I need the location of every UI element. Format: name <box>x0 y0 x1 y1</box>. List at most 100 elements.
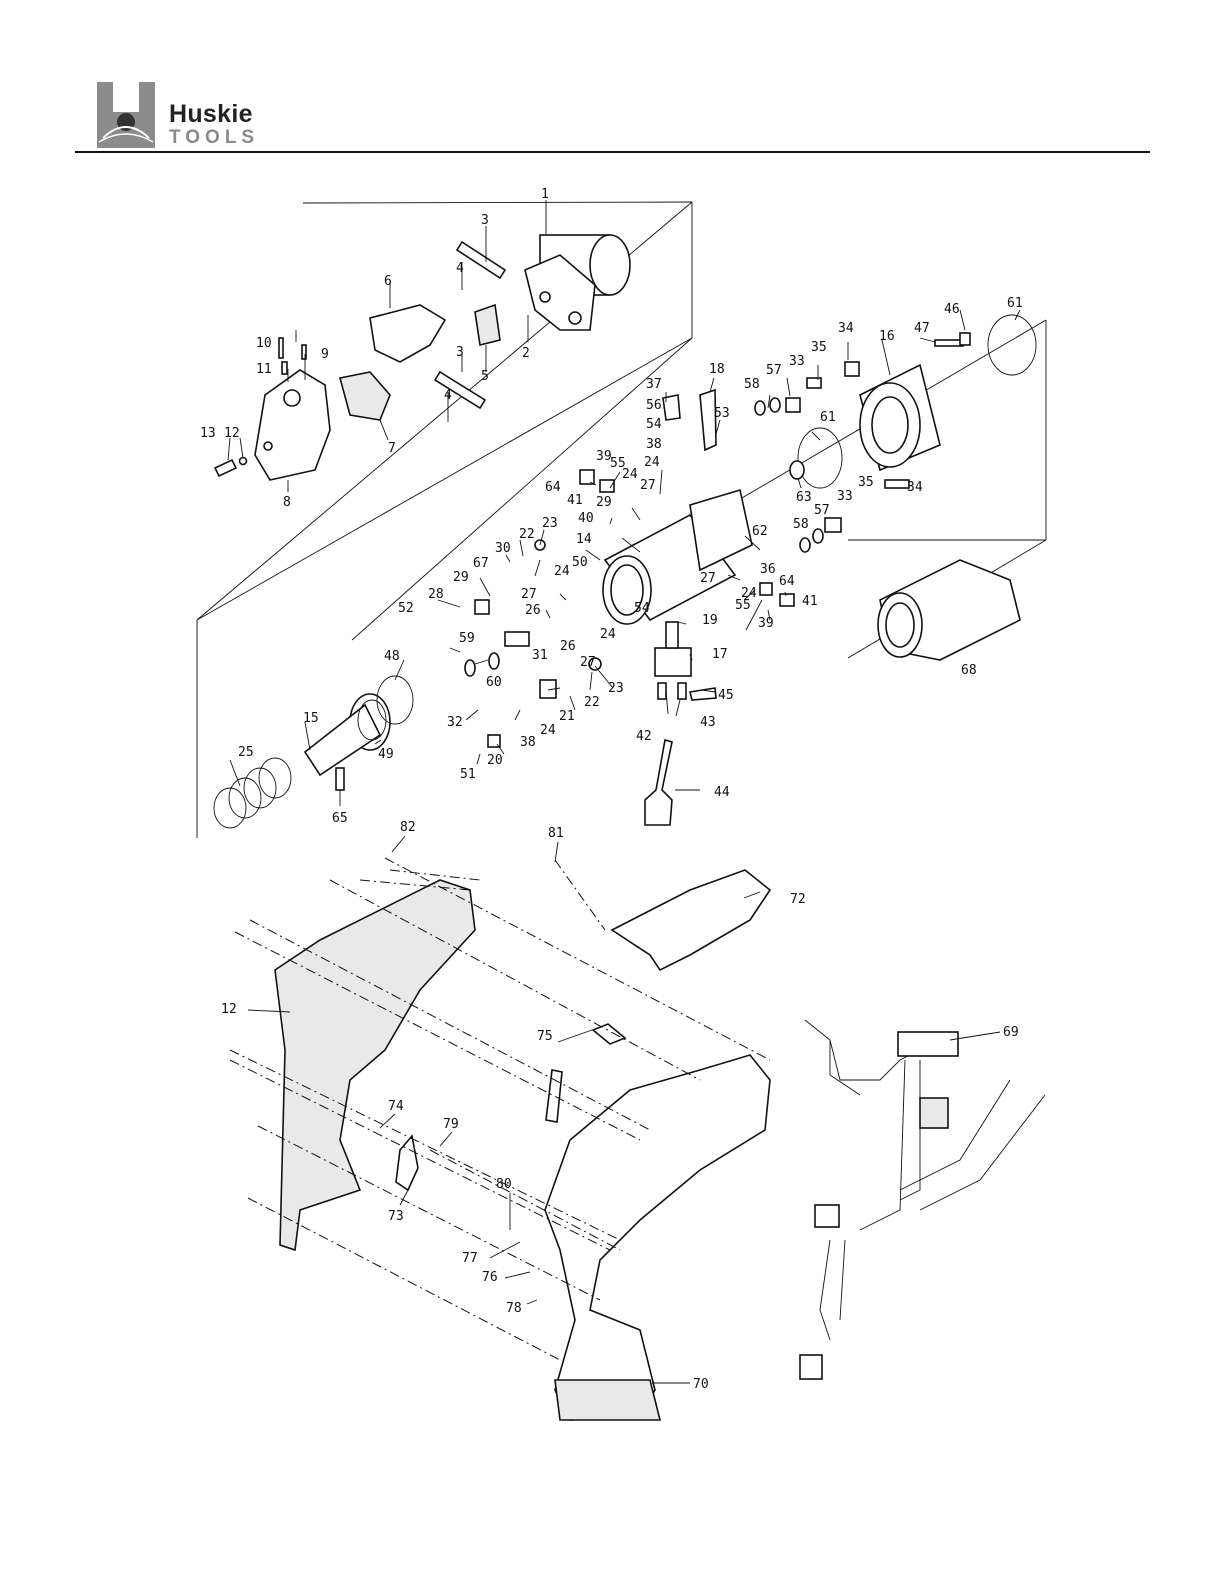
link-part-6 <box>369 304 447 363</box>
header-rule <box>75 151 1150 153</box>
callout-79: 79 <box>443 1117 459 1132</box>
callout-8: 8 <box>283 495 291 510</box>
huskie-tools-logo: Huskie TOOLS <box>97 82 277 152</box>
housing-half-part-12 <box>274 879 476 1252</box>
callout-63: 63 <box>796 490 812 505</box>
callout-31: 31 <box>532 648 548 663</box>
callout-26: 26 <box>525 603 541 618</box>
callout-2: 2 <box>522 346 530 361</box>
callout-57b: 57 <box>814 503 830 518</box>
callout-70: 70 <box>693 1377 709 1392</box>
callout-23: 23 <box>542 516 558 531</box>
wiring-harness-part-69 <box>799 1019 1046 1380</box>
callout-22: 22 <box>519 527 535 542</box>
callout-6: 6 <box>384 274 392 289</box>
callout-72: 72 <box>790 892 806 907</box>
callout-33: 33 <box>789 354 805 369</box>
callout-17: 17 <box>712 647 728 662</box>
callout-58b: 58 <box>793 517 809 532</box>
callout-24c: 24 <box>540 723 556 738</box>
assembly-lines <box>229 857 771 1361</box>
callout-32: 32 <box>447 715 463 730</box>
callout-38: 38 <box>646 437 662 452</box>
small-parts-cluster <box>464 332 971 748</box>
callout-12b: 12 <box>221 1002 237 1017</box>
callout-35b: 35 <box>858 475 874 490</box>
callout-73: 73 <box>388 1209 404 1224</box>
callout-58: 58 <box>744 377 760 392</box>
head-part-1 <box>524 234 631 331</box>
callout-41b: 41 <box>802 594 818 609</box>
callout-3: 3 <box>481 213 489 228</box>
callout-50: 50 <box>572 555 588 570</box>
callout-27c: 27 <box>640 478 656 493</box>
block-part-5 <box>474 303 501 346</box>
callout-80: 80 <box>496 1177 512 1192</box>
ring-part-49 <box>357 699 387 741</box>
callout-44: 44 <box>714 785 730 800</box>
oring-part-61b <box>797 427 843 489</box>
callout-5: 5 <box>481 369 489 384</box>
callout-33b: 33 <box>837 489 853 504</box>
valve-part-37 <box>662 394 681 421</box>
callout-49: 49 <box>378 747 394 762</box>
callout-65: 65 <box>332 811 348 826</box>
callout-12: 12 <box>224 426 240 441</box>
callout-46: 46 <box>944 302 960 317</box>
callout-60: 60 <box>486 675 502 690</box>
callout-51: 51 <box>460 767 476 782</box>
spring-part-25 <box>213 757 292 829</box>
callout-35: 35 <box>811 340 827 355</box>
callout-54b: 54 <box>634 601 650 616</box>
callout-22b: 22 <box>584 695 600 710</box>
callout-13: 13 <box>200 426 216 441</box>
callout-27: 27 <box>521 587 537 602</box>
callout-68: 68 <box>961 663 977 678</box>
callout-64b: 64 <box>779 574 795 589</box>
callout-7: 7 <box>388 441 396 456</box>
callout-10: 10 <box>256 336 272 351</box>
callout-27b: 27 <box>580 655 596 670</box>
callout-26b: 26 <box>560 639 576 654</box>
callout-24: 24 <box>554 564 570 579</box>
callout-40: 40 <box>578 511 594 526</box>
callout-38b: 38 <box>520 735 536 750</box>
callout-57: 57 <box>766 363 782 378</box>
motor-part-68 <box>877 559 1021 661</box>
lever-part-75 <box>545 1069 563 1123</box>
callout-41: 41 <box>567 493 583 508</box>
callout-9: 9 <box>321 347 329 362</box>
callout-75: 75 <box>537 1029 553 1044</box>
callout-42: 42 <box>636 729 652 744</box>
callout-54: 54 <box>646 417 662 432</box>
callout-29b: 29 <box>596 495 612 510</box>
callout-61: 61 <box>1007 296 1023 311</box>
callout-28: 28 <box>428 587 444 602</box>
pins-part-3 <box>433 240 507 410</box>
callout-25: 25 <box>238 745 254 760</box>
callout-59: 59 <box>459 631 475 646</box>
cover-part-72 <box>610 869 772 972</box>
callout-37: 37 <box>646 377 662 392</box>
callout-15: 15 <box>303 711 319 726</box>
lever-part-44 <box>644 738 673 826</box>
callout-55: 55 <box>610 456 626 471</box>
callout-27d: 27 <box>700 571 716 586</box>
housing-half-part-70 <box>544 1054 771 1421</box>
callout-1: 1 <box>541 187 549 202</box>
trigger-part-73 <box>395 1134 419 1192</box>
callout-39b: 39 <box>758 616 774 631</box>
callout-23b: 23 <box>608 681 624 696</box>
block-part-7 <box>339 371 391 421</box>
callout-4b: 4 <box>444 388 452 403</box>
callout-39: 39 <box>596 449 612 464</box>
knob-part-75 <box>591 1023 627 1045</box>
sleeve-part-16 <box>859 363 941 472</box>
callout-67: 67 <box>473 556 489 571</box>
pin-part-65 <box>335 767 345 791</box>
callout-53: 53 <box>714 406 730 421</box>
callout-77: 77 <box>462 1251 478 1266</box>
callout-76: 76 <box>482 1270 498 1285</box>
callout-45: 45 <box>718 688 734 703</box>
